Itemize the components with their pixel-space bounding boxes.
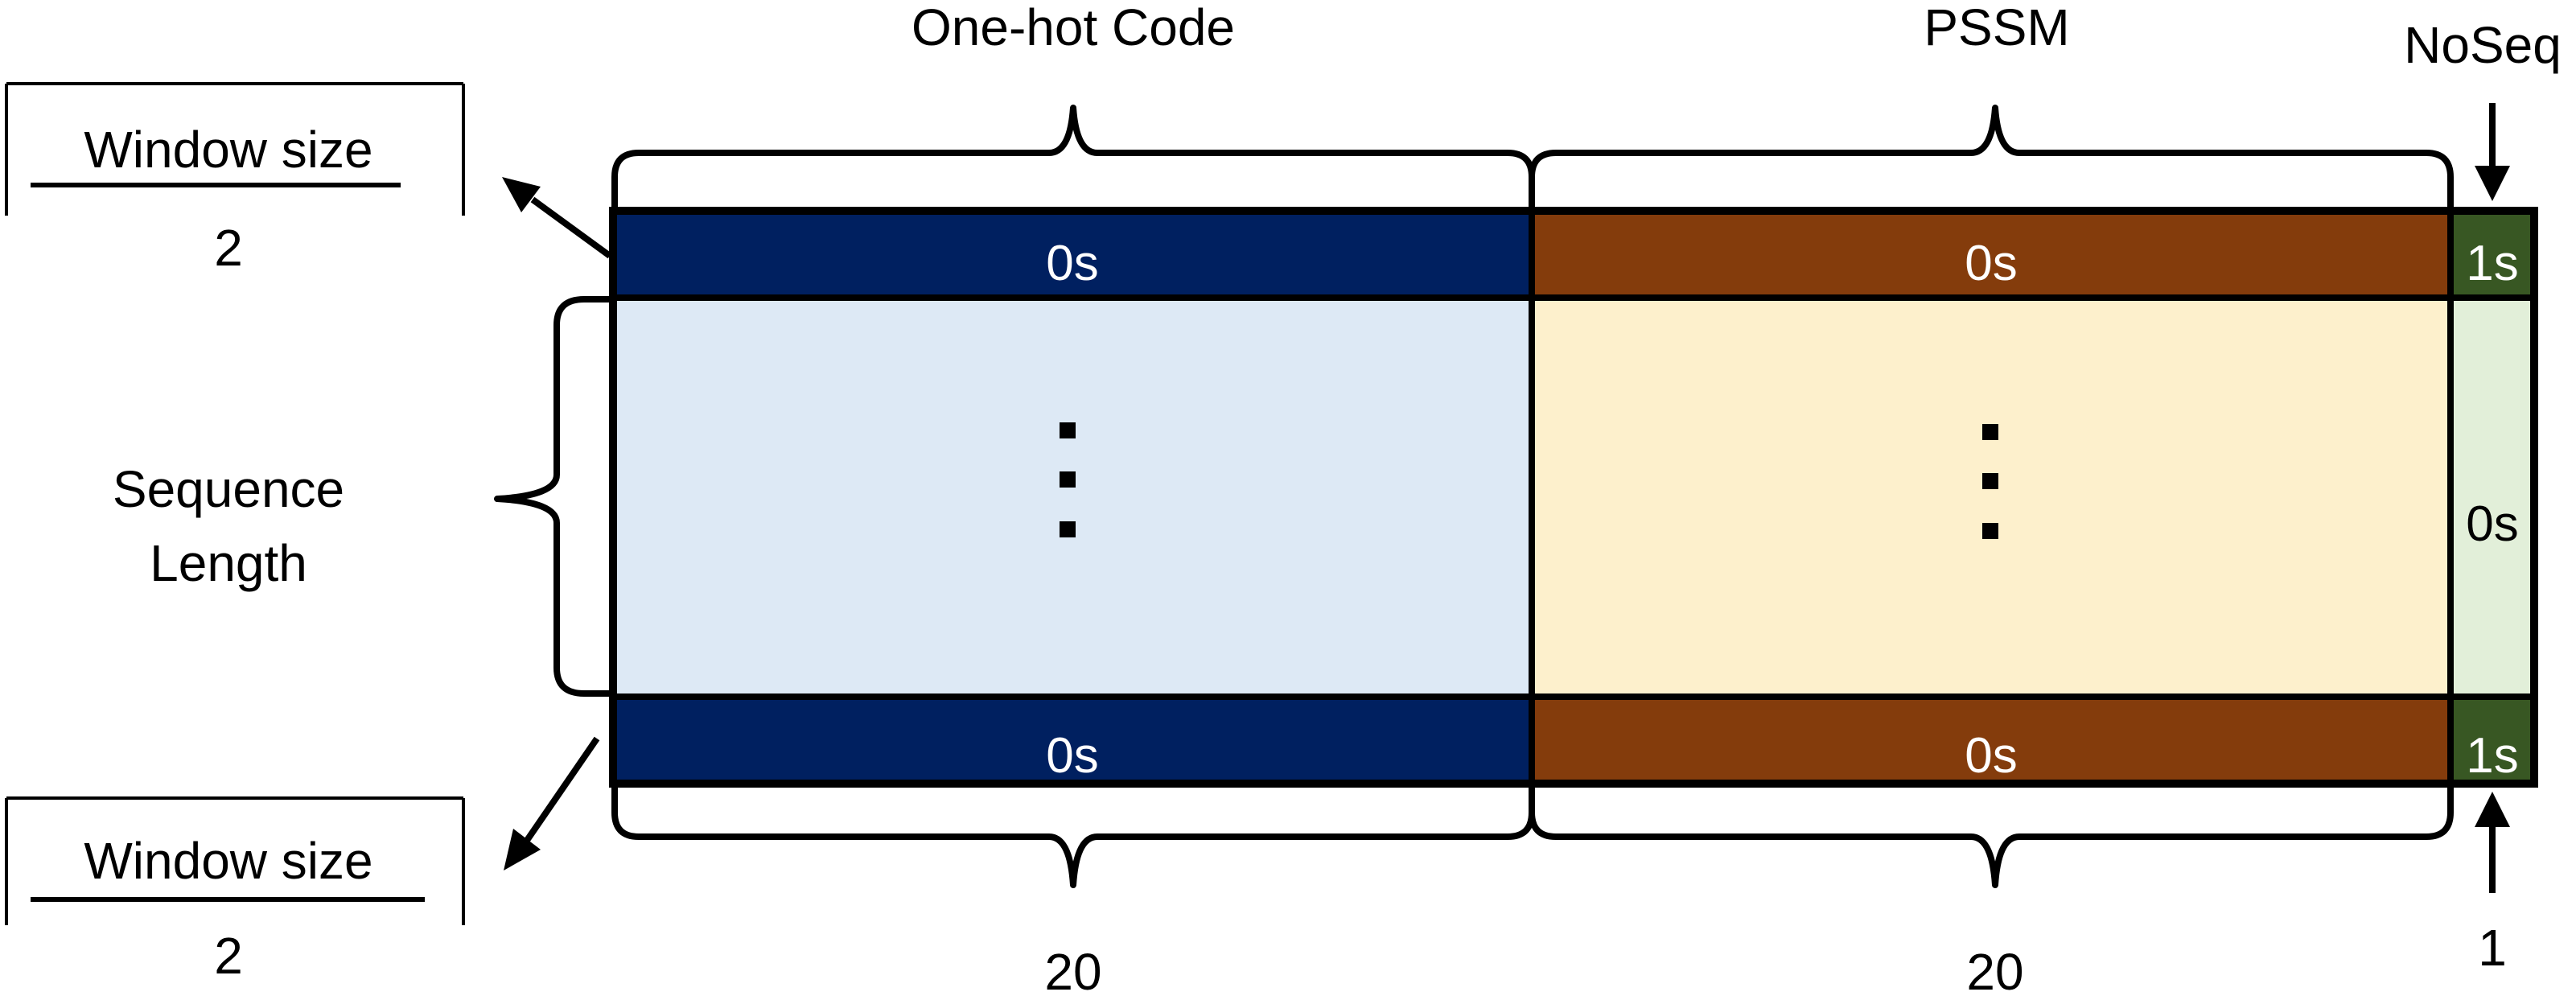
onehot-top-brace: [611, 105, 1535, 211]
window-size-top-fraction: Window size 2: [5, 82, 465, 277]
sequence-length-brace: [494, 296, 613, 697]
window-top-arrow: [502, 177, 612, 259]
noseq-header: NoSeq: [2404, 16, 2562, 74]
onehot-width-label: 20: [1044, 943, 1101, 996]
pssm-bottom-pad: [1532, 697, 2450, 784]
matrix-outline: [609, 207, 2538, 788]
noseq-bottom-arrow: [2475, 792, 2510, 893]
onehot-header: One-hot Code: [911, 0, 1235, 56]
pssm-top-brace: [1529, 105, 2454, 211]
window-size-top-numerator: Window size: [84, 121, 372, 179]
pssm-top-label: 0s: [1965, 236, 2017, 291]
pssm-vertical-ellipsis: [1982, 424, 1998, 539]
window-size-bottom-denominator: 2: [214, 927, 243, 985]
onehot-vertical-ellipsis: [1060, 422, 1076, 537]
noseq-bottom-label: 1s: [2466, 728, 2518, 784]
window-size-bottom-fraction: Window size 2: [5, 796, 465, 985]
onehot-bottom-pad: [613, 697, 1532, 784]
noseq-top-label: 1s: [2466, 236, 2518, 291]
onehot-top-label: 0s: [1046, 236, 1098, 291]
window-bottom-arrow: [504, 736, 600, 870]
onehot-body-block: [613, 298, 1532, 697]
sequence-length-label-line1: Sequence: [113, 460, 344, 518]
window-size-bottom-numerator: Window size: [84, 832, 372, 890]
onehot-bottom-label: 0s: [1046, 728, 1098, 784]
noseq-width-label: 1: [2478, 919, 2507, 977]
noseq-middle-label: 0s: [2466, 496, 2518, 552]
pssm-bottom-label: 0s: [1965, 728, 2017, 784]
pssm-top-pad: [1532, 211, 2450, 298]
onehot-bottom-brace: [611, 784, 1535, 888]
noseq-bottom-pad: [2450, 697, 2534, 784]
noseq-body-block: [2450, 298, 2534, 697]
pssm-header: PSSM: [1924, 0, 2069, 56]
pssm-bottom-brace: [1529, 784, 2454, 888]
noseq-top-pad: [2450, 211, 2534, 298]
onehot-top-pad: [613, 211, 1532, 298]
sequence-length-label-line2: Length: [150, 534, 307, 592]
pssm-body-block: [1532, 298, 2450, 697]
pssm-width-label: 20: [1966, 943, 2023, 996]
noseq-top-arrow: [2475, 103, 2510, 201]
window-size-top-denominator: 2: [214, 219, 243, 277]
